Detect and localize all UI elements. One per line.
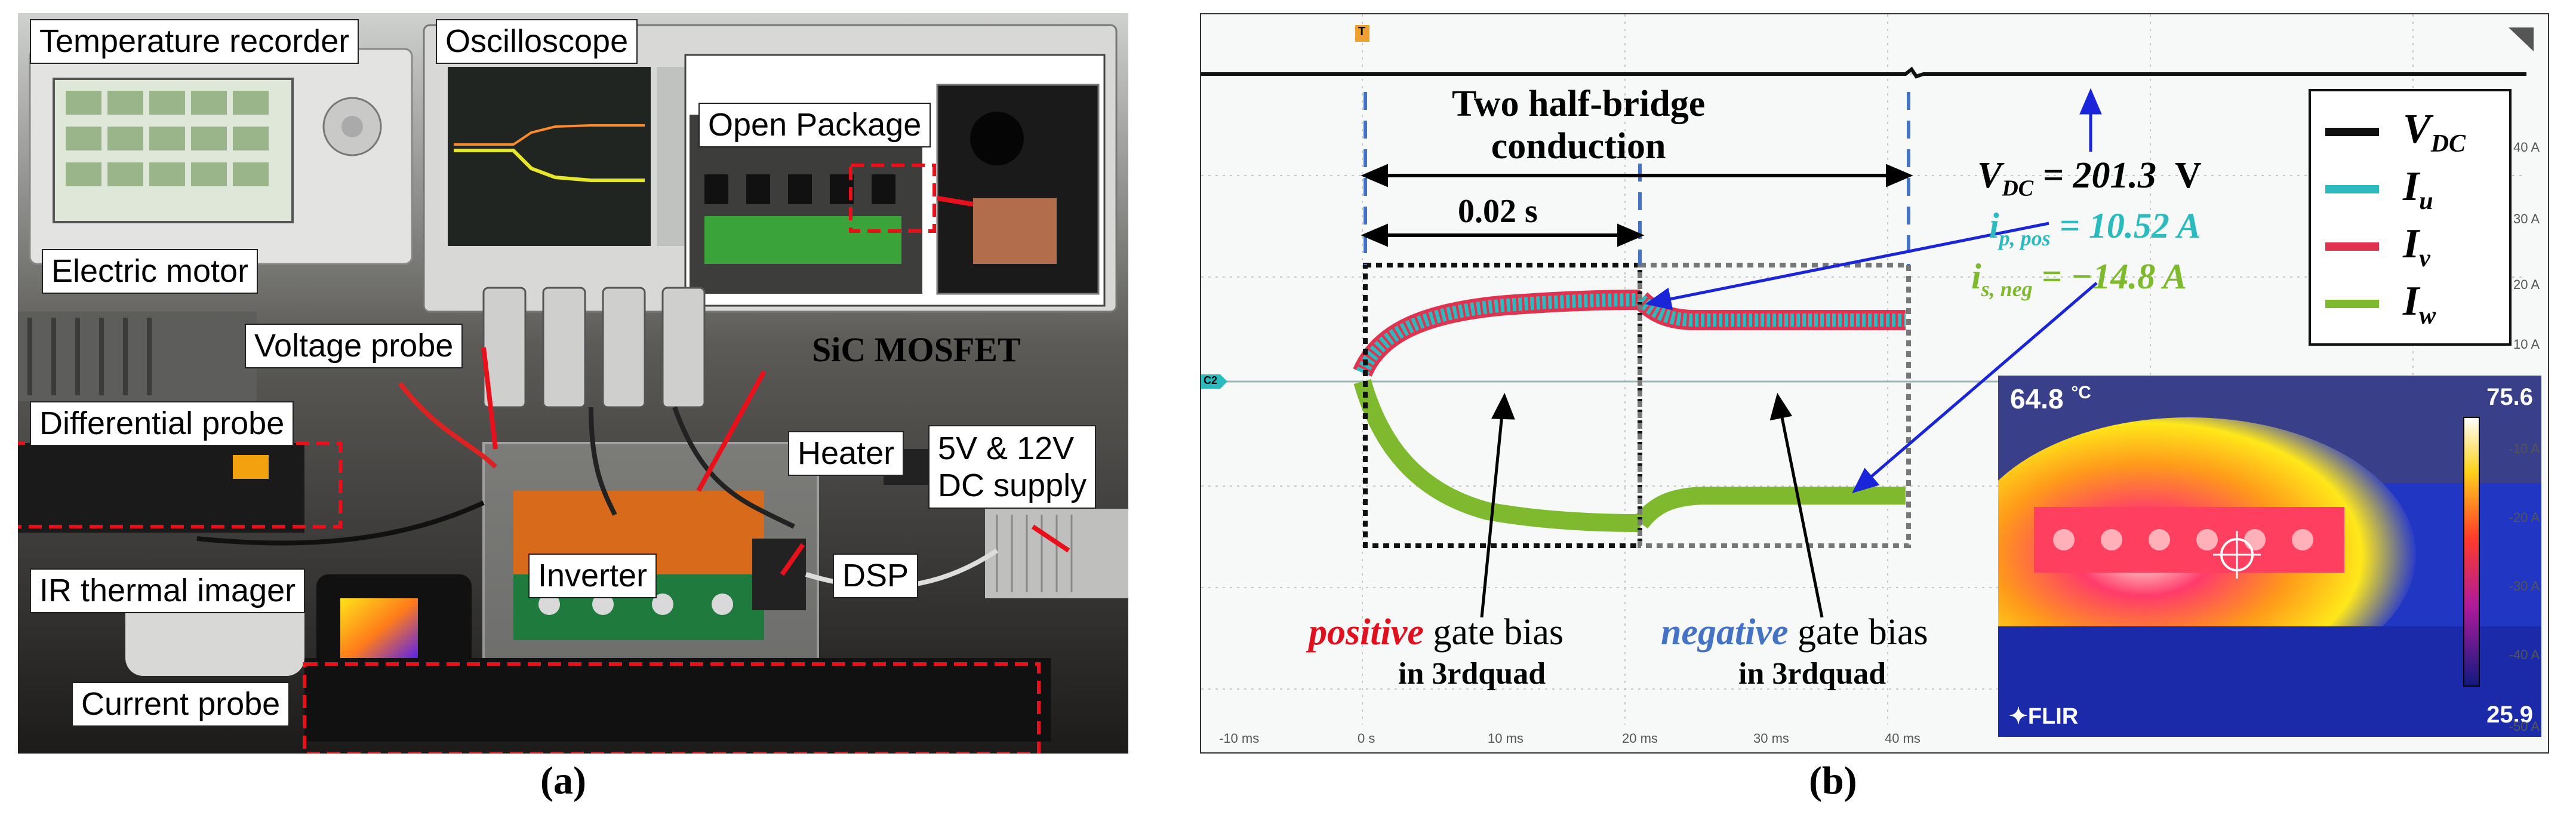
label-dc-supply-line2: DC supply [938, 468, 1087, 504]
positive-word: positive [1309, 612, 1424, 653]
x-tick-label: -10 ms [1219, 731, 1260, 746]
thermal-max: 75.6 [2486, 384, 2533, 410]
legend-swatch-iu [2325, 185, 2379, 193]
negative-word: negative [1661, 612, 1789, 653]
thermal-image: 64.8 °C 75.6 25.9 ✦FLIR [1998, 376, 2541, 737]
y-tick-label: -40 A [2509, 647, 2540, 662]
thermal-current-temp-value: 64.8 [2010, 383, 2064, 414]
is-value: = −14.8 A [2041, 257, 2187, 296]
label-sic-mosfet: SiC MOSFET [812, 330, 1021, 369]
label-electric-motor: Electric motor [42, 249, 258, 294]
negative-gate-bias-label: negative gate bias [1661, 611, 1928, 654]
label-heater: Heater [788, 431, 904, 476]
legend-swatch-iw [2325, 300, 2379, 308]
legend-item-iu: Iu [2325, 161, 2495, 218]
interval-label: 0.02 s [1458, 193, 1538, 230]
legend-swatch-vdc [2325, 128, 2379, 136]
positive-quadrant-label: in 3rdquad [1398, 657, 1546, 691]
legend-sub-iw: w [2419, 302, 2436, 330]
label-differential-probe: Differential probe [30, 401, 294, 447]
legend-item-iv: Iv [2325, 218, 2495, 275]
legend-label-iw: I [2403, 278, 2420, 324]
legend-sub-iv: v [2419, 245, 2430, 272]
x-tick-label: 10 ms [1488, 731, 1524, 746]
thermal-current-temp: 64.8 °C [2010, 383, 2091, 415]
thermal-image-drawing [1998, 376, 2541, 737]
thermal-unit: °C [2071, 383, 2091, 402]
y-tick-label: -20 A [2509, 510, 2540, 525]
negative-quadrant-label: in 3rdquad [1738, 657, 1886, 691]
is-annotation: is, neg = −14.8 A [1971, 257, 2187, 301]
flir-logo-icon: ✦ [2009, 704, 2028, 729]
waveform-panel: T C2 Two half-bridge conduction 0.02 s V… [1200, 13, 2549, 754]
vdc-annotation: VDC = 201.3 V [1977, 155, 2202, 201]
label-current-probe: Current probe [72, 682, 290, 727]
two-half-bridge-label: Two half-bridge conduction [1452, 83, 1705, 168]
thermal-min: 25.9 [2486, 702, 2533, 728]
label-oscilloscope: Oscilloscope [436, 19, 638, 64]
setup-photo: Temperature recorder Oscilloscope Open P… [18, 13, 1128, 754]
vdc-unit: V [2175, 155, 2202, 196]
y-tick-label: 40 A [2513, 140, 2540, 155]
legend-label-iu: I [2403, 164, 2420, 210]
label-dc-supply-line1: 5V & 12V [938, 431, 1075, 466]
y-tick-label: 20 A [2513, 277, 2540, 292]
legend-sub-iu: u [2419, 187, 2433, 215]
legend-label-vdc: V [2403, 106, 2431, 152]
label-inverter: Inverter [528, 554, 657, 599]
y-tick-label: 10 A [2513, 337, 2540, 352]
y-tick-label: -50 A [2509, 719, 2540, 734]
label-open-package: Open Package [698, 103, 931, 148]
label-ir-thermal-imager: IR thermal imager [30, 568, 306, 614]
caption-b-text: (b) [1809, 759, 1857, 802]
x-tick-label: 0 s [1358, 731, 1375, 746]
legend-sub-vdc: DC [2430, 130, 2466, 158]
legend: VDC Iu Iv Iw [2309, 89, 2512, 346]
caption-a-text: (a) [540, 759, 586, 802]
setup-photo-drawing [18, 13, 1128, 754]
x-tick-label: 30 ms [1753, 731, 1789, 746]
flir-logo-text: FLIR [2027, 704, 2079, 729]
legend-label-iv: I [2403, 221, 2420, 267]
ip-value: = 10.52 A [2059, 206, 2201, 245]
flir-logo: ✦FLIR [2009, 703, 2078, 730]
two-half-bridge-line1: Two half-bridge [1452, 84, 1706, 124]
caption-a: (a) [540, 758, 586, 804]
legend-item-iw: Iw [2325, 275, 2495, 333]
caption-b: (b) [1809, 758, 1857, 804]
label-voltage-probe: Voltage probe [245, 324, 463, 369]
label-dc-supply: 5V & 12V DC supply [928, 425, 1097, 509]
x-tick-label: 20 ms [1622, 731, 1658, 746]
two-half-bridge-line2: conduction [1491, 126, 1666, 167]
positive-gate-bias: gate bias [1433, 612, 1564, 653]
legend-item-vdc: VDC [2325, 103, 2495, 161]
legend-swatch-iv [2325, 242, 2379, 251]
label-temperature-recorder: Temperature recorder [30, 19, 359, 64]
y-tick-label: 30 A [2513, 211, 2540, 226]
trigger-marker: T [1358, 25, 1366, 38]
label-dsp: DSP [833, 554, 919, 599]
y-tick-label: -10 A [2509, 441, 2540, 456]
vdc-value: = 201.3 [2042, 155, 2156, 196]
channel-marker: C2 [1204, 374, 1218, 386]
positive-gate-bias-label: positive gate bias [1309, 611, 1564, 654]
negative-gate-bias: gate bias [1798, 612, 1928, 653]
x-tick-label: 40 ms [1885, 731, 1921, 746]
y-tick-label: -30 A [2509, 579, 2540, 594]
ip-annotation: ip, pos = 10.52 A [1989, 206, 2201, 250]
